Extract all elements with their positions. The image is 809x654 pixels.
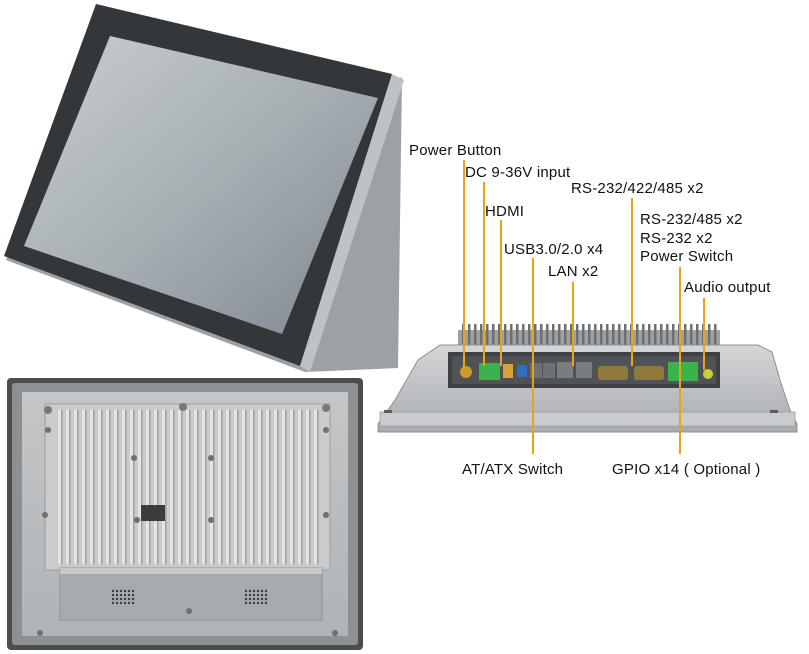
dc-input-port [479, 363, 500, 380]
label-at-atx-switch: AT/ATX Switch [462, 461, 564, 478]
speaker-grille-right [244, 589, 268, 605]
heatsink-fins [58, 410, 319, 564]
io-heatsink-fins [462, 324, 717, 348]
display-screen [24, 36, 378, 334]
label-gpio: GPIO x14 ( Optional ) [612, 461, 761, 478]
label-rs232-485: RS-232/485 x2 [640, 211, 743, 228]
power-button-port [460, 366, 472, 378]
callout-leader-lines [463, 160, 705, 454]
label-rs232: RS-232 x2 [640, 230, 713, 247]
label-dc-input: DC 9-36V input [465, 164, 571, 181]
front-panel-view [4, 4, 404, 372]
label-power-button: Power Button [409, 142, 502, 159]
label-hdmi: HDMI [485, 203, 525, 220]
label-usb: USB3.0/2.0 x4 [504, 241, 604, 258]
speaker-grille-left [111, 589, 135, 605]
label-power-switch: Power Switch [640, 248, 734, 265]
label-rs232-422-485: RS-232/422/485 x2 [571, 180, 704, 197]
gpio-terminal [668, 362, 698, 381]
rear-panel-view [7, 378, 363, 650]
io-side-view [377, 324, 798, 433]
label-lan: LAN x2 [548, 263, 599, 280]
label-audio-output: Audio output [684, 279, 771, 296]
